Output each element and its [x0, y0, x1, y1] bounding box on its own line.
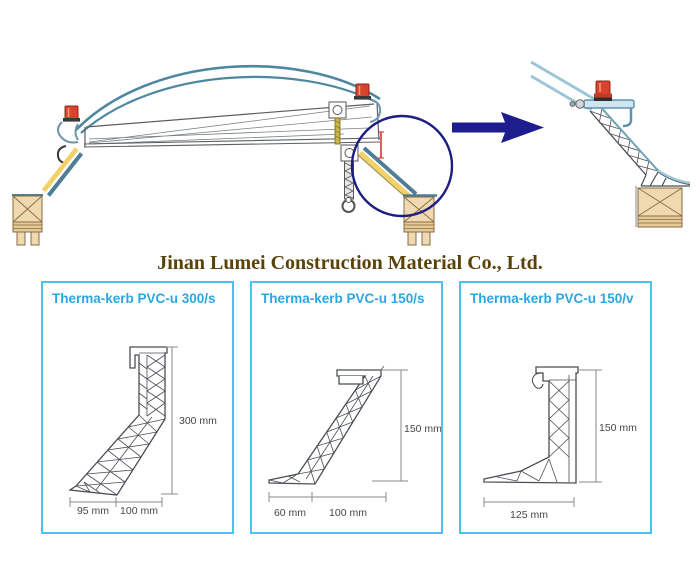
dim-label-height: 150 mm [404, 423, 441, 435]
kerb-profile-300s: 300 mm 95 mm 100 mm [68, 346, 217, 517]
clamp-bracket [583, 99, 635, 109]
left-kerb [41, 147, 84, 197]
scissor-frame [83, 102, 381, 148]
company-title: Jinan Lumei Construction Material Co., L… [157, 252, 543, 274]
dim-label-height: 150 mm [599, 422, 637, 434]
dim-label-base-right: 100 mm [329, 507, 367, 519]
dimension-height: 150 mm [579, 369, 637, 483]
kerb-panel-150v: Therma-kerb PVC-u 150/v 150 mm 125 mm [459, 281, 652, 534]
pull-ring [341, 197, 356, 213]
kerb-panel-300s: Therma-kerb PVC-u 300/s 300 mm 95 mm 100… [41, 281, 234, 534]
red-cap-icon [594, 80, 612, 101]
red-cap-icon [354, 83, 371, 100]
panel-title: Therma-kerb PVC-u 300/s [52, 291, 216, 306]
dimension-base: 60 mm 100 mm [268, 492, 387, 519]
panel-title: Therma-kerb PVC-u 150/s [261, 291, 425, 306]
clamp-bolt [569, 99, 585, 109]
panel-title: Therma-kerb PVC-u 150/v [470, 291, 634, 306]
kerb-panel-150s: Therma-kerb PVC-u 150/s 150 mm 60 mm 100… [250, 281, 443, 534]
dome-arcs [75, 64, 381, 134]
dimension-height: 300 mm [161, 346, 217, 495]
arrow-right-icon [452, 112, 544, 143]
timber-upstand-detail [635, 186, 683, 228]
kerb-detail-drawing [530, 60, 691, 228]
kerb-panels: Therma-kerb PVC-u 300/s 300 mm 95 mm 100… [41, 281, 652, 534]
skylight-section-diagram [12, 60, 691, 246]
red-cap-icon [63, 105, 80, 122]
kerb-profile-150v: 150 mm 125 mm [483, 366, 637, 521]
dimension-base: 95 mm 100 mm [69, 497, 163, 517]
dimension-base: 125 mm [483, 497, 575, 521]
dim-label-base-left: 60 mm [274, 507, 306, 519]
bracket-hook [622, 108, 633, 128]
dim-label-height: 300 mm [179, 415, 217, 427]
dim-label-base-left: 95 mm [77, 505, 109, 517]
right-kerb [358, 146, 418, 202]
red-dimension-mark [378, 131, 384, 159]
dim-label-base-right: 100 mm [120, 505, 158, 517]
dim-label-base: 125 mm [510, 509, 548, 521]
highlight-circle [350, 114, 454, 218]
kerb-profile-150s: 150 mm 60 mm 100 mm [268, 365, 441, 519]
dimension-height: 150 mm [372, 369, 441, 482]
timber-upstand-left [12, 194, 43, 246]
main-section-drawing [12, 64, 454, 246]
detail-kerb-lattice [589, 106, 691, 187]
timber-upstand-right [403, 194, 437, 246]
